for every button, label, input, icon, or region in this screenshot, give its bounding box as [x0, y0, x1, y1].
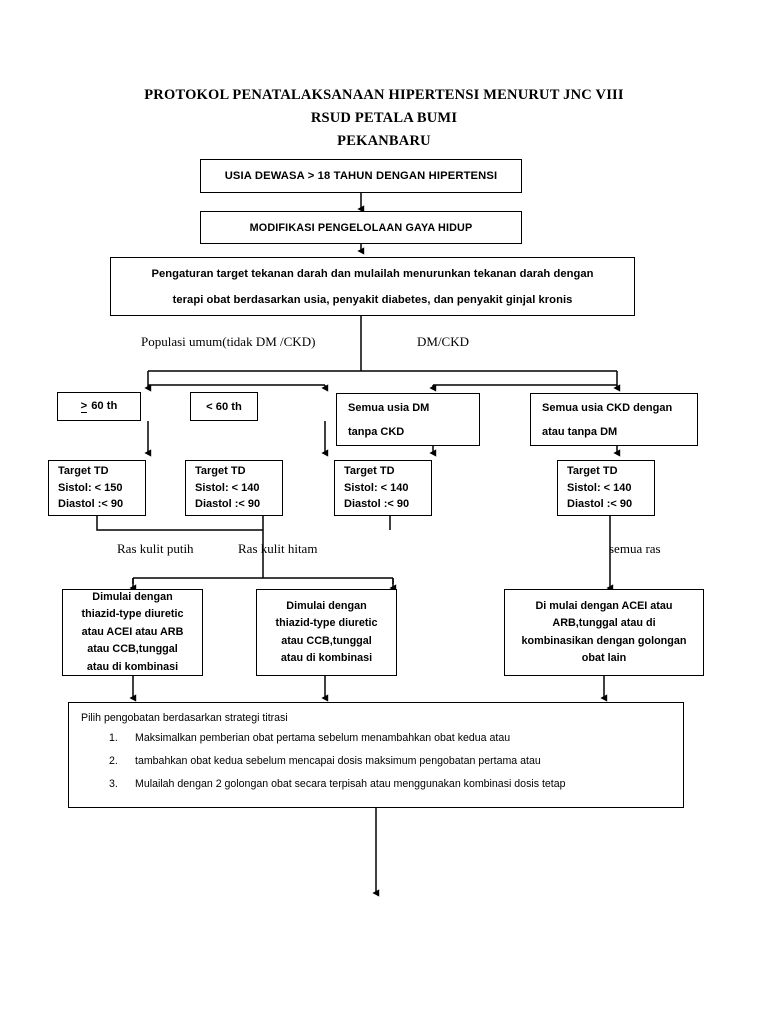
node-semua-dm-line-2: tanpa CKD [348, 425, 405, 438]
list-item-number: 3. [109, 778, 118, 790]
list-item-number: 2. [109, 755, 118, 767]
node-treatment-semua-ras[interactable]: Di mulai dengan ACEI atau ARB,tunggal at… [504, 589, 704, 676]
list-item: 2. tambahkan obat kedua sebelum mencapai… [81, 750, 671, 772]
node-usia-dewasa-label: USIA DEWASA > 18 TAHUN DENGAN HIPERTENSI [224, 170, 498, 182]
node-target-td-4-line-2: Sistol: < 140 [567, 481, 632, 494]
node-target-td-3-line-2: Sistol: < 140 [344, 481, 409, 494]
edge-label-semua-ras: semua ras [609, 541, 661, 556]
node-semua-ckd-line-1: Semua usia CKD dengan [542, 401, 673, 414]
node-treatment-1-line-5: atau di kombinasi [86, 660, 179, 673]
node-treatment-3-line-3: kombinasikan dengan golongan [521, 634, 687, 647]
node-target-td-2-line-1: Target TD [195, 465, 246, 478]
node-age-ge-60-text: 60 th [91, 399, 118, 412]
list-item-number: 1. [109, 732, 118, 744]
title-line-3: PEKANBARU [337, 133, 431, 149]
node-treatment-3-line-4: obat lain [581, 652, 627, 664]
node-target-td-2-line-3: Diastol :< 90 [195, 498, 261, 511]
node-target-td-3-line-3: Diastol :< 90 [344, 498, 410, 511]
list-item-text: Maksimalkan pemberian obat pertama sebel… [135, 732, 511, 744]
title-line-2: RSUD PETALA BUMI [310, 110, 458, 126]
node-modifikasi-label: MODIFIKASI PENGELOLAAN GAYA HIDUP [249, 221, 473, 234]
list-item-text: tambahkan obat kedua sebelum mencapai do… [135, 755, 541, 767]
node-semua-usia-dm[interactable]: Semua usia DM tanpa CKD [336, 393, 480, 446]
node-age-ge-60[interactable]: >60 th [57, 392, 141, 421]
node-modifikasi-gaya-hidup[interactable]: MODIFIKASI PENGELOLAAN GAYA HIDUP [200, 211, 522, 244]
edge-label-populasi-umum: Populasi umum(tidak DM /CKD) [141, 334, 316, 349]
node-treatment-2-line-3: atau CCB,tunggal [281, 634, 372, 647]
node-treatment-1-line-4: atau CCB,tunggal [87, 643, 178, 656]
node-treatment-3-line-1: Di mulai dengan ACEI atau [535, 599, 673, 612]
node-target-td-2-line-2: Sistol: < 140 [195, 481, 260, 494]
node-treatment-2-line-4: atau di kombinasi [280, 652, 373, 664]
node-target-td-4-line-1: Target TD [567, 465, 618, 478]
node-treatment-2-line-1: Dimulai dengan [286, 599, 367, 612]
list-item: 3. Mulailah dengan 2 golongan obat secar… [81, 773, 671, 795]
page-title: PROTOKOL PENATALAKSANAAN HIPERTENSI MENU… [0, 84, 768, 153]
node-treatment-1-line-1: Dimulai dengan [92, 590, 173, 603]
list-item-text: Mulailah dengan 2 golongan obat secara t… [135, 778, 566, 790]
node-treatment-ras-hitam[interactable]: Dimulai dengan thiazid-type diuretic ata… [256, 589, 397, 676]
edge-label-ras-kulit-putih: Ras kulit putih [117, 541, 194, 556]
node-age-lt-60-label: < 60 th [206, 400, 242, 413]
node-strategi-titrasi[interactable]: Pilih pengobatan berdasarkan strategi ti… [68, 702, 684, 808]
strategi-titrasi-heading: Pilih pengobatan berdasarkan strategi ti… [81, 712, 288, 724]
node-target-td-1-line-3: Diastol :< 90 [58, 498, 124, 511]
edge-label-dm-ckd: DM/CKD [417, 334, 470, 349]
node-pengaturan-line-2: terapi obat berdasarkan usia, penyakit d… [172, 293, 573, 306]
node-usia-dewasa[interactable]: USIA DEWASA > 18 TAHUN DENGAN HIPERTENSI [200, 159, 522, 193]
title-line-1: PROTOKOL PENATALAKSANAAN HIPERTENSI MENU… [144, 87, 624, 103]
node-semua-dm-line-1: Semua usia DM [348, 401, 430, 414]
node-target-td-1[interactable]: Target TD Sistol: < 150 Diastol :< 90 [48, 460, 146, 516]
node-target-td-4-line-3: Diastol :< 90 [567, 498, 633, 511]
edge-label-ras-kulit-hitam: Ras kulit hitam [238, 541, 318, 556]
node-target-td-1-line-2: Sistol: < 150 [58, 481, 123, 494]
node-target-td-3-line-1: Target TD [344, 465, 395, 478]
node-semua-ckd-line-2: atau tanpa DM [542, 425, 618, 438]
node-target-td-3[interactable]: Target TD Sistol: < 140 Diastol :< 90 [334, 460, 432, 516]
node-target-td-4[interactable]: Target TD Sistol: < 140 Diastol :< 90 [557, 460, 655, 516]
node-treatment-3-line-2: ARB,tunggal atau di [552, 617, 656, 629]
node-semua-usia-ckd[interactable]: Semua usia CKD dengan atau tanpa DM [530, 393, 698, 446]
node-target-td-2[interactable]: Target TD Sistol: < 140 Diastol :< 90 [185, 460, 283, 516]
node-pengaturan-target[interactable]: Pengaturan target tekanan darah dan mula… [110, 257, 635, 316]
node-target-td-1-line-1: Target TD [58, 465, 109, 478]
node-treatment-ras-putih[interactable]: Dimulai dengan thiazid-type diuretic ata… [62, 589, 203, 676]
strategi-titrasi-list: 1. Maksimalkan pemberian obat pertama se… [81, 727, 671, 795]
node-age-ge-60-label: >60 th [80, 399, 118, 414]
node-treatment-1-line-2: thiazid-type diuretic [81, 608, 184, 621]
node-age-lt-60[interactable]: < 60 th [190, 392, 258, 421]
node-treatment-1-line-3: atau ACEI atau ARB [81, 625, 184, 638]
node-treatment-2-line-2: thiazid-type diuretic [275, 617, 378, 629]
list-item: 1. Maksimalkan pemberian obat pertama se… [81, 727, 671, 749]
greater-equal-sign: > [80, 399, 88, 414]
node-pengaturan-line-1: Pengaturan target tekanan darah dan mula… [151, 267, 594, 280]
